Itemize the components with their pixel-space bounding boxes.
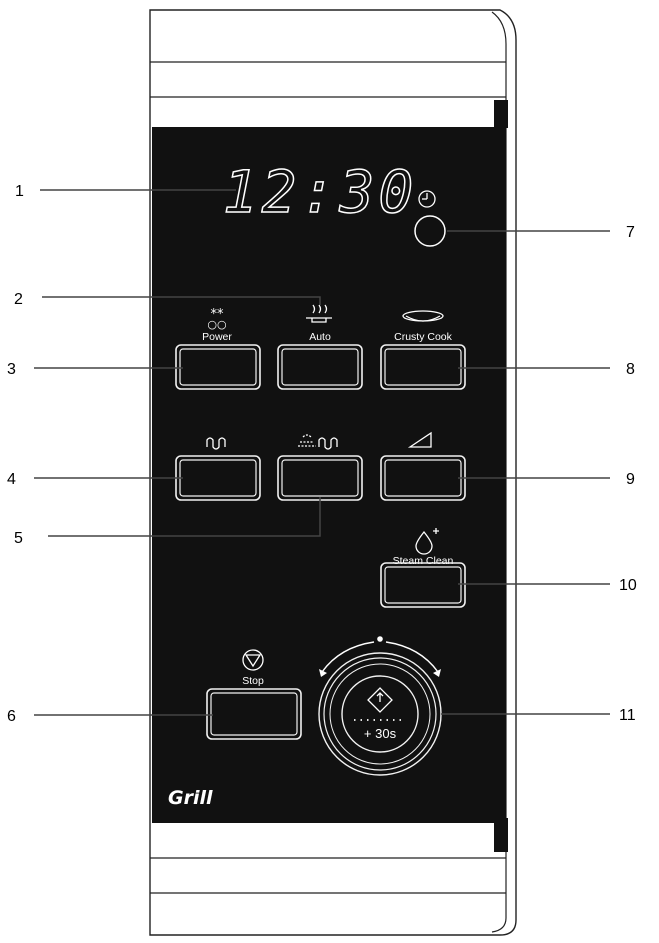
- weight-ramp-icon: [407, 431, 432, 448]
- callout-4: 4: [7, 471, 16, 488]
- auto-button[interactable]: [277, 344, 363, 390]
- start-increment-label: + 30s: [364, 726, 397, 741]
- brand-logo: Grill: [168, 787, 213, 809]
- callout-9: 9: [626, 471, 635, 488]
- weight-button[interactable]: [380, 455, 466, 501]
- callout-2: 2: [14, 291, 23, 308]
- callout-7: 7: [626, 224, 635, 241]
- combi-grill-button[interactable]: [277, 455, 363, 501]
- callout-10: 10: [619, 577, 637, 594]
- combi-grill-icon: [298, 434, 338, 450]
- leader-lines: [34, 189, 610, 716]
- stop-button[interactable]: [206, 688, 302, 740]
- clock-button[interactable]: [414, 215, 446, 247]
- steam-clean-label: Steam Clean: [393, 555, 454, 567]
- start-icon: [367, 687, 393, 713]
- start-dial[interactable]: + 30s: [318, 652, 442, 776]
- callout-11: 11: [619, 707, 636, 724]
- auto-label: Auto: [309, 331, 331, 343]
- power-button[interactable]: [175, 344, 261, 390]
- grill-icon: [206, 437, 226, 450]
- callout-numbers: 1 2 3 4 5 6 7 8 9 10 11: [7, 183, 637, 725]
- crusty-plate-icon: [402, 310, 444, 322]
- crusty-cook-label: Crusty Cook: [394, 331, 453, 343]
- callout-6: 6: [7, 708, 16, 725]
- crusty-cook-button[interactable]: [380, 344, 466, 390]
- callout-8: 8: [626, 361, 635, 378]
- callout-1: 1: [15, 183, 24, 200]
- clock-button-group: [414, 190, 446, 247]
- steam-drop-icon: [415, 528, 439, 555]
- clock-icon: [418, 190, 436, 208]
- svg-text:**: **: [211, 307, 225, 322]
- steam-clean-button[interactable]: [380, 562, 466, 608]
- stop-label: Stop: [242, 675, 264, 687]
- power-label: Power: [202, 331, 232, 343]
- auto-icon: [306, 304, 332, 323]
- stop-icon: [242, 649, 264, 671]
- grill-button[interactable]: [175, 455, 261, 501]
- power-icon: ** ○○: [207, 307, 226, 331]
- callout-5: 5: [14, 530, 23, 547]
- callout-3: 3: [7, 361, 16, 378]
- display-time: 12:30: [223, 158, 418, 226]
- dial-rotation-arrows-icon: [319, 636, 441, 677]
- svg-text:○○: ○○: [207, 318, 226, 331]
- digital-display: 12:30: [222, 157, 418, 227]
